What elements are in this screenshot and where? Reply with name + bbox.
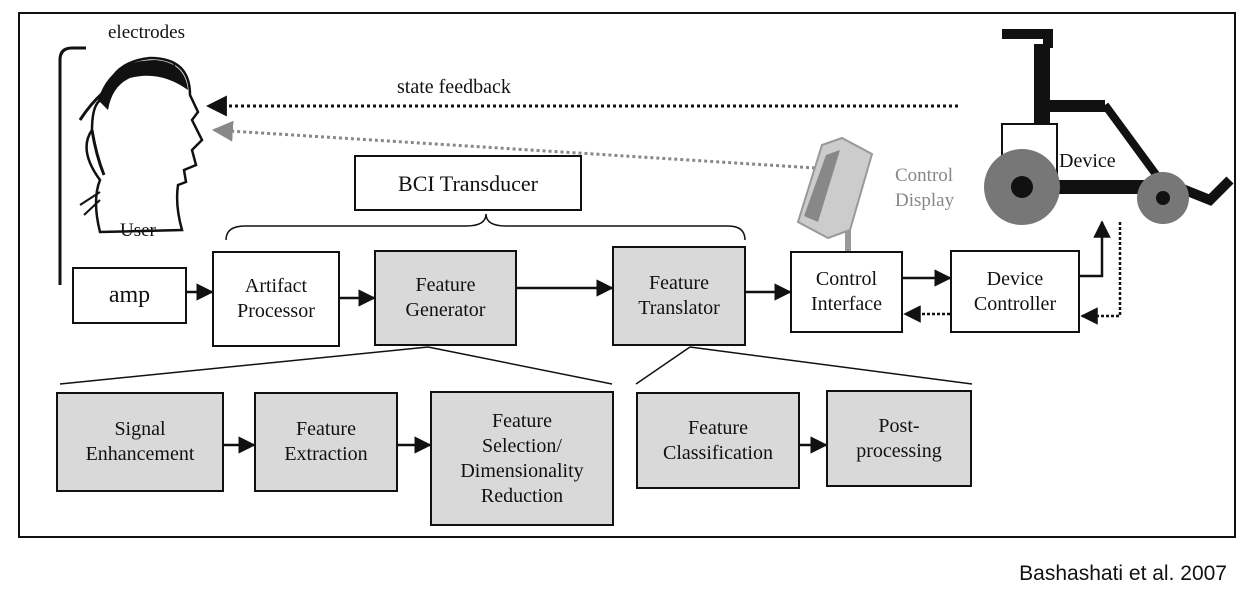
transducer-brace bbox=[225, 213, 746, 241]
feature-translator-block: Feature Translator bbox=[612, 246, 746, 346]
expand-line-left-2 bbox=[635, 346, 691, 385]
control-display-line1: Control bbox=[895, 165, 954, 186]
electrodes-label: electrodes bbox=[108, 22, 186, 43]
block-label-line: Feature bbox=[492, 409, 552, 432]
block-label-line: Feature bbox=[296, 418, 356, 440]
user-head-icon bbox=[58, 46, 204, 285]
block-label-line: Artifact bbox=[244, 275, 308, 297]
control-display-icon bbox=[796, 136, 874, 252]
block-label-line: Translator bbox=[638, 297, 720, 319]
block-label-line: Generator bbox=[405, 299, 486, 321]
state-feedback-label: state feedback bbox=[397, 76, 511, 98]
control-interface-block: Control Interface bbox=[790, 251, 903, 333]
citation-credit: Bashashati et al. 2007 bbox=[1019, 562, 1227, 585]
block-label-line: Dimensionality bbox=[460, 459, 584, 482]
user-label: User bbox=[120, 220, 156, 241]
device-controller-block: Device Controller bbox=[950, 250, 1080, 333]
feature-generator-block: Feature Generator bbox=[374, 250, 517, 346]
expand-line-right-2 bbox=[689, 346, 973, 385]
block-label-line: Classification bbox=[663, 441, 773, 464]
block-label-line: processing bbox=[856, 439, 942, 462]
device-label: Device bbox=[1059, 150, 1116, 172]
block-label-line: Device bbox=[986, 267, 1044, 290]
signal-enhancement-block: Signal Enhancement bbox=[56, 392, 224, 492]
block-label-line: Processor bbox=[237, 300, 315, 322]
block-label-line: Extraction bbox=[284, 443, 368, 465]
block-label-line: Feature bbox=[688, 416, 748, 439]
wheelchair-device-icon bbox=[984, 29, 1234, 225]
expand-line-right bbox=[427, 346, 613, 385]
block-label-line: Feature bbox=[649, 272, 709, 294]
block-label-line: Reduction bbox=[480, 484, 564, 507]
block-label-line: Control bbox=[815, 268, 878, 290]
block-label-line: Post- bbox=[878, 414, 920, 437]
block-label-line: Signal bbox=[114, 418, 166, 440]
expand-line-left bbox=[59, 346, 429, 385]
diagram-frame bbox=[18, 12, 1236, 538]
feature-extraction-block: Feature Extraction bbox=[254, 392, 398, 492]
display-feedback-arrow bbox=[211, 120, 816, 170]
amp-label: amp bbox=[108, 282, 151, 308]
block-label-line: Interface bbox=[810, 293, 883, 315]
post-processing-block: Post- processing bbox=[826, 390, 972, 487]
block-label-line: Enhancement bbox=[85, 443, 195, 465]
bci-transducer-box: BCI Transducer bbox=[354, 155, 582, 211]
control-display-line2: Display bbox=[895, 190, 955, 211]
artifact-processor-block: Artifact Processor bbox=[212, 251, 340, 347]
amp-block: amp bbox=[72, 267, 187, 324]
block-label-line: Feature bbox=[415, 274, 476, 296]
block-label-line: Selection/ bbox=[482, 434, 562, 457]
arrow-device-controller bbox=[1080, 222, 1122, 325]
feature-selection-block: Feature Selection/ Dimensionality Reduct… bbox=[430, 391, 614, 526]
bci-transducer-label: BCI Transducer bbox=[398, 170, 538, 196]
arrow-controller-device bbox=[1080, 220, 1111, 278]
control-display-label: Control Display bbox=[895, 163, 954, 213]
feature-classification-block: Feature Classification bbox=[636, 392, 800, 489]
block-label-line: Controller bbox=[973, 292, 1057, 315]
